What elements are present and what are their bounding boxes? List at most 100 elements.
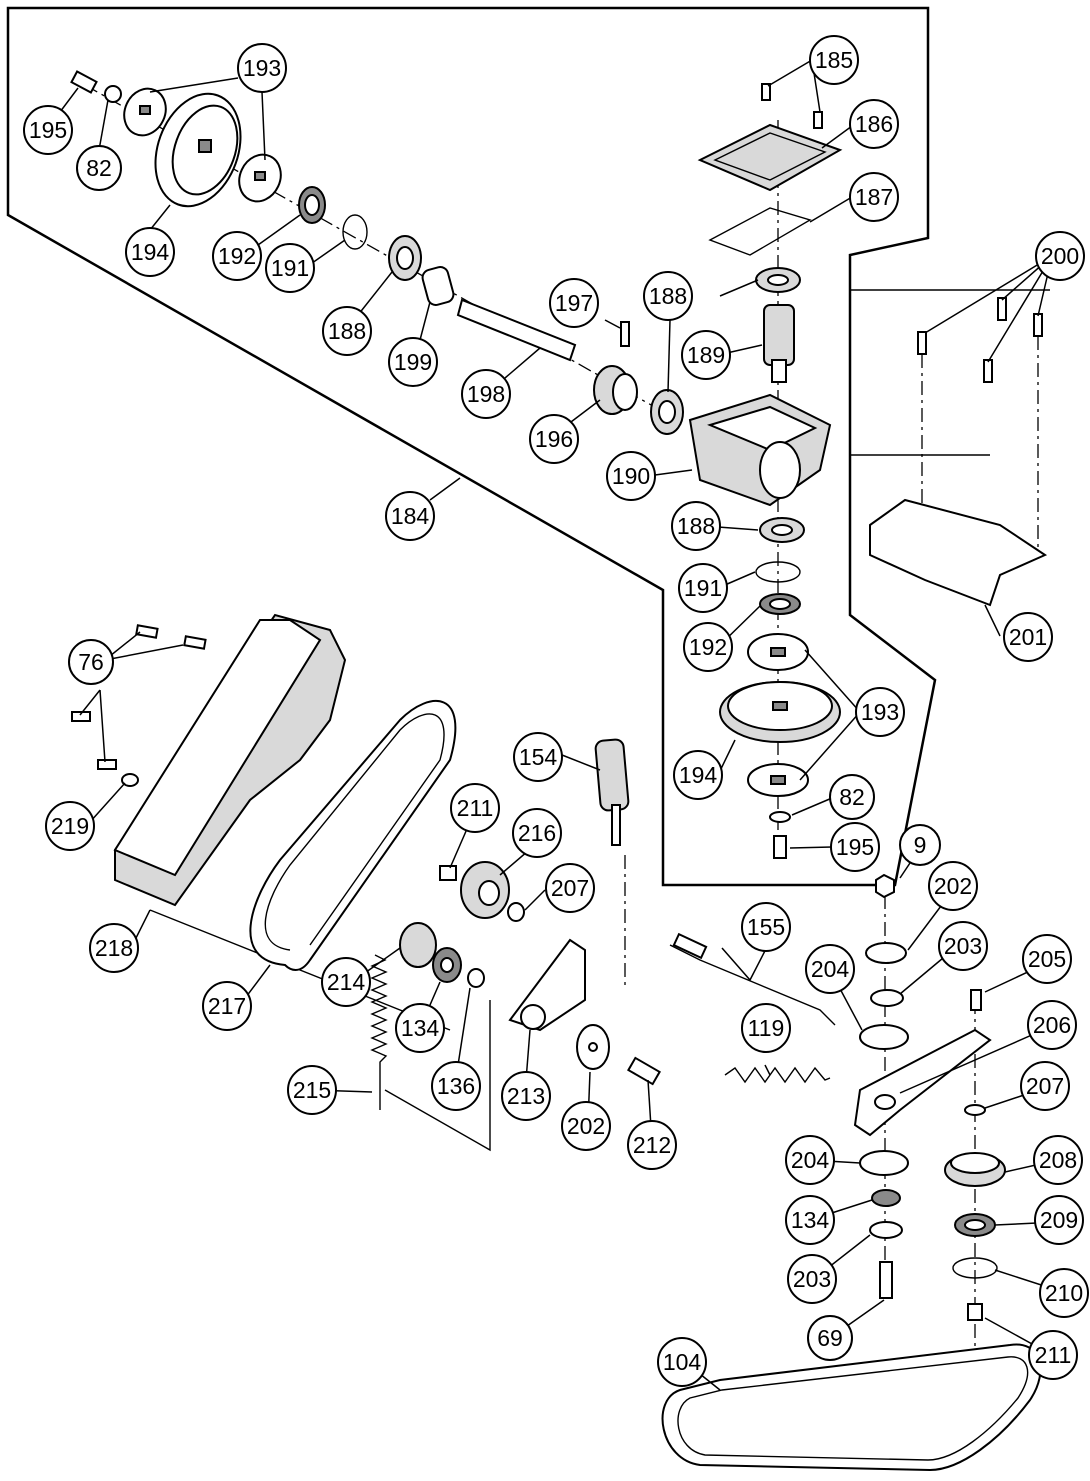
callout-200: 200 xyxy=(1035,231,1085,281)
callout-212: 212 xyxy=(627,1120,677,1170)
callout-202: 202 xyxy=(928,861,978,911)
callout-label: 208 xyxy=(1039,1147,1077,1173)
callout-label: 188 xyxy=(677,513,715,539)
callout-155: 155 xyxy=(741,902,791,952)
callout-label: 203 xyxy=(793,1266,831,1292)
callout-label: 203 xyxy=(944,933,982,959)
callout-label: 192 xyxy=(218,243,256,269)
callout-label: 211 xyxy=(1035,1342,1072,1368)
callout-198: 198 xyxy=(461,369,511,419)
callout-216: 216 xyxy=(512,808,562,858)
callout-label: 194 xyxy=(679,762,718,788)
callout-82: 82 xyxy=(76,145,122,191)
callout-207: 207 xyxy=(1020,1061,1070,1111)
callout-193: 193 xyxy=(237,43,287,93)
callout-196: 196 xyxy=(529,414,579,464)
callout-label: 212 xyxy=(633,1132,671,1158)
callout-188: 188 xyxy=(643,271,693,321)
callout-194: 194 xyxy=(125,227,175,277)
callout-209: 209 xyxy=(1034,1195,1084,1245)
callout-label: 198 xyxy=(467,381,505,407)
callout-label: 207 xyxy=(551,875,589,901)
bracket-boundary xyxy=(850,289,1050,456)
callout-label: 213 xyxy=(507,1083,545,1109)
callout-217: 217 xyxy=(202,981,252,1031)
callout-218: 218 xyxy=(89,923,139,973)
callout-label: 216 xyxy=(518,820,556,846)
callout-76: 76 xyxy=(68,639,114,685)
callout-label: 69 xyxy=(817,1325,843,1351)
callout-label: 192 xyxy=(689,634,727,660)
callout-201: 201 xyxy=(1003,612,1053,662)
callout-label: 155 xyxy=(747,914,785,940)
callout-label: 188 xyxy=(649,283,687,309)
callout-label: 9 xyxy=(914,832,927,858)
callout-195: 195 xyxy=(830,822,880,872)
callout-191: 191 xyxy=(678,563,728,613)
callout-202: 202 xyxy=(561,1101,611,1151)
callout-211: 211 xyxy=(450,783,500,833)
callout-label: 214 xyxy=(327,969,366,995)
callout-211: 211 xyxy=(1028,1330,1078,1380)
callout-label: 104 xyxy=(663,1349,702,1375)
callout-195: 195 xyxy=(23,105,73,155)
callout-label: 185 xyxy=(815,47,853,73)
callout-label: 76 xyxy=(78,649,104,675)
assembly-184-boundary xyxy=(6,6,937,887)
callout-label: 136 xyxy=(437,1073,475,1099)
callout-label: 215 xyxy=(293,1077,331,1103)
callout-204: 204 xyxy=(805,944,855,994)
callout-label: 187 xyxy=(855,184,893,210)
callout-label: 134 xyxy=(791,1207,830,1233)
callout-119: 119 xyxy=(741,1003,791,1053)
callout-label: 188 xyxy=(328,318,366,344)
callout-label: 184 xyxy=(391,503,430,529)
callout-label: 202 xyxy=(567,1113,605,1139)
callout-134: 134 xyxy=(395,1003,445,1053)
callout-203: 203 xyxy=(787,1254,837,1304)
callout-191: 191 xyxy=(265,243,315,293)
callout-188: 188 xyxy=(322,306,372,356)
callout-215: 215 xyxy=(287,1065,337,1115)
callout-label: 82 xyxy=(86,155,112,181)
callout-210: 210 xyxy=(1039,1268,1089,1318)
callout-205: 205 xyxy=(1022,934,1072,984)
callout-label: 194 xyxy=(131,239,170,265)
callout-label: 119 xyxy=(748,1015,785,1041)
callout-label: 204 xyxy=(811,956,850,982)
callout-187: 187 xyxy=(849,172,899,222)
callout-197: 197 xyxy=(549,278,599,328)
callout-199: 199 xyxy=(388,337,438,387)
callout-186: 186 xyxy=(849,99,899,149)
callout-label: 193 xyxy=(243,55,281,81)
callout-label: 209 xyxy=(1040,1207,1078,1233)
gearbox-assembly xyxy=(688,83,843,859)
callout-208: 208 xyxy=(1033,1135,1083,1185)
callout-label: 199 xyxy=(394,349,432,375)
callout-184: 184 xyxy=(385,491,435,541)
callout-214: 214 xyxy=(321,957,371,1007)
callouts: 195 82 193 194 192 191 188 199 198 197 1… xyxy=(23,35,1089,1387)
callout-label: 186 xyxy=(855,111,893,137)
callout-185: 185 xyxy=(809,35,859,85)
callout-label: 190 xyxy=(612,463,650,489)
callout-104: 104 xyxy=(657,1337,707,1387)
callout-label: 193 xyxy=(861,699,899,725)
callout-label: 134 xyxy=(401,1015,440,1041)
callout-label: 211 xyxy=(457,795,494,821)
callout-label: 207 xyxy=(1026,1073,1064,1099)
callout-204: 204 xyxy=(785,1135,835,1185)
upper-pulley-stack xyxy=(70,70,684,435)
callout-label: 202 xyxy=(934,873,972,899)
callout-label: 201 xyxy=(1009,624,1047,650)
callout-label: 195 xyxy=(29,117,67,143)
callout-194: 194 xyxy=(673,750,723,800)
callout-219: 219 xyxy=(45,801,95,851)
callout-82: 82 xyxy=(829,774,875,820)
callout-213: 213 xyxy=(501,1071,551,1121)
callout-192: 192 xyxy=(212,231,262,281)
callout-label: 217 xyxy=(208,993,246,1019)
callout-label: 191 xyxy=(684,575,722,601)
callout-label: 205 xyxy=(1028,946,1066,972)
